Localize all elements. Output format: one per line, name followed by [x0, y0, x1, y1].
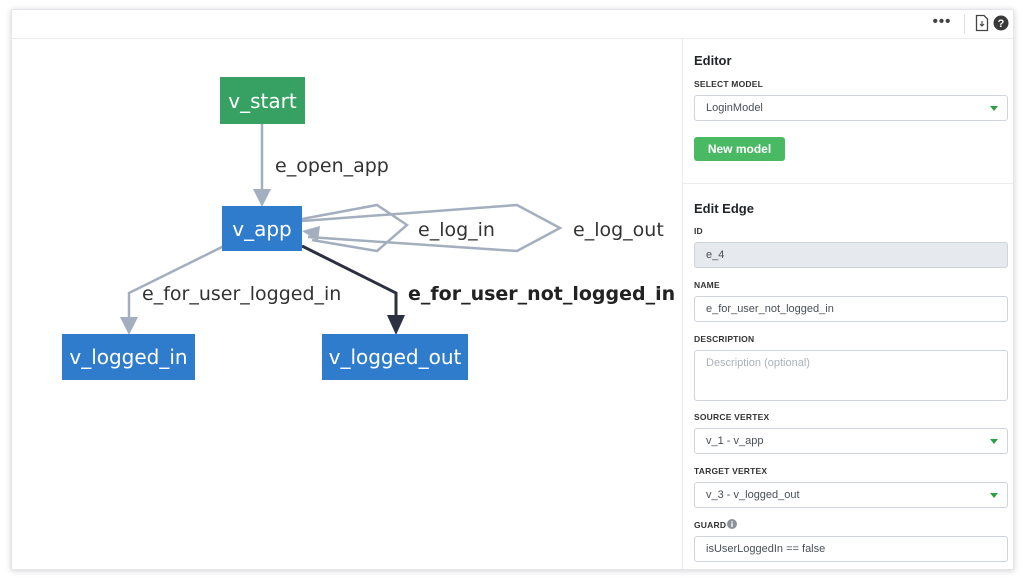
source-vertex-label: SOURCE VERTEX: [694, 412, 770, 422]
name-label: NAME: [694, 280, 720, 290]
guard-label: GUARD: [694, 520, 727, 530]
guard-field[interactable]: isUserLoggedIn == false: [694, 536, 1008, 562]
edge-label-open-app[interactable]: e_open_app: [275, 155, 389, 177]
export-file-icon[interactable]: [975, 14, 989, 32]
name-field[interactable]: e_for_user_not_logged_in: [694, 296, 1008, 322]
source-vertex-value: v_1 - v_app: [706, 435, 764, 447]
edge-log-in[interactable]: [301, 203, 410, 253]
help-icon[interactable]: ?: [993, 15, 1009, 31]
info-icon[interactable]: [727, 519, 737, 529]
model-select[interactable]: LoginModel: [694, 95, 1008, 121]
editor-section: Editor SELECT MODEL LoginModel New model: [683, 39, 1013, 184]
edge-log-out[interactable]: [301, 203, 563, 253]
select-model-label: SELECT MODEL: [694, 79, 763, 89]
edge-user-not-logged-in[interactable]: [301, 244, 398, 317]
id-label: ID: [694, 226, 703, 236]
edge-label-log-in[interactable]: e_log_in: [418, 219, 495, 241]
edge-user-not-logged-in-arrowhead: [387, 315, 405, 335]
description-label: DESCRIPTION: [694, 334, 755, 344]
edge-user-logged-in-arrowhead: [120, 317, 138, 335]
chevron-down-icon: [990, 493, 998, 498]
edge-user-logged-in[interactable]: [127, 244, 225, 319]
vertex-v-app[interactable]: v_app: [222, 206, 302, 251]
model-select-value: LoginModel: [706, 102, 763, 114]
target-vertex-label: TARGET VERTEX: [694, 466, 768, 476]
edit-edge-title: Edit Edge: [694, 201, 754, 216]
new-model-button[interactable]: New model: [694, 137, 785, 161]
more-options-button[interactable]: •••: [932, 13, 952, 30]
vertex-v-start[interactable]: v_start: [220, 77, 305, 124]
chevron-down-icon: [990, 439, 998, 444]
svg-text:?: ?: [998, 18, 1005, 30]
target-vertex-select[interactable]: v_3 - v_logged_out: [694, 482, 1008, 508]
chevron-down-icon: [990, 106, 998, 111]
edge-label-log-out[interactable]: e_log_out: [573, 219, 664, 241]
top-toolbar: ••• ?: [12, 10, 1013, 39]
edge-label-user-not-logged-in[interactable]: e_for_user_not_logged_in: [408, 283, 676, 305]
vertex-v-logged-out[interactable]: v_logged_out: [322, 334, 468, 380]
edit-edge-section: Edit Edge ID e_4 NAME e_for_user_not_log…: [683, 184, 1013, 569]
id-field: e_4: [694, 242, 1008, 268]
target-vertex-value: v_3 - v_logged_out: [706, 489, 800, 501]
editor-title: Editor: [694, 53, 732, 68]
edge-label-user-logged-in[interactable]: e_for_user_logged_in: [142, 283, 342, 305]
source-vertex-select[interactable]: v_1 - v_app: [694, 428, 1008, 454]
graph-canvas[interactable]: v_start v_app v_logged_in v_logged_out e…: [12, 39, 682, 569]
edges-layer: [120, 123, 563, 335]
description-field[interactable]: Description (optional): [694, 350, 1008, 401]
vertex-v-logged-in[interactable]: v_logged_in: [62, 334, 195, 380]
editor-panel: Editor SELECT MODEL LoginModel New model…: [682, 39, 1013, 569]
edge-open-app-arrowhead: [253, 189, 271, 207]
toolbar-divider: [964, 14, 965, 34]
app-window: ••• ?: [11, 9, 1014, 570]
